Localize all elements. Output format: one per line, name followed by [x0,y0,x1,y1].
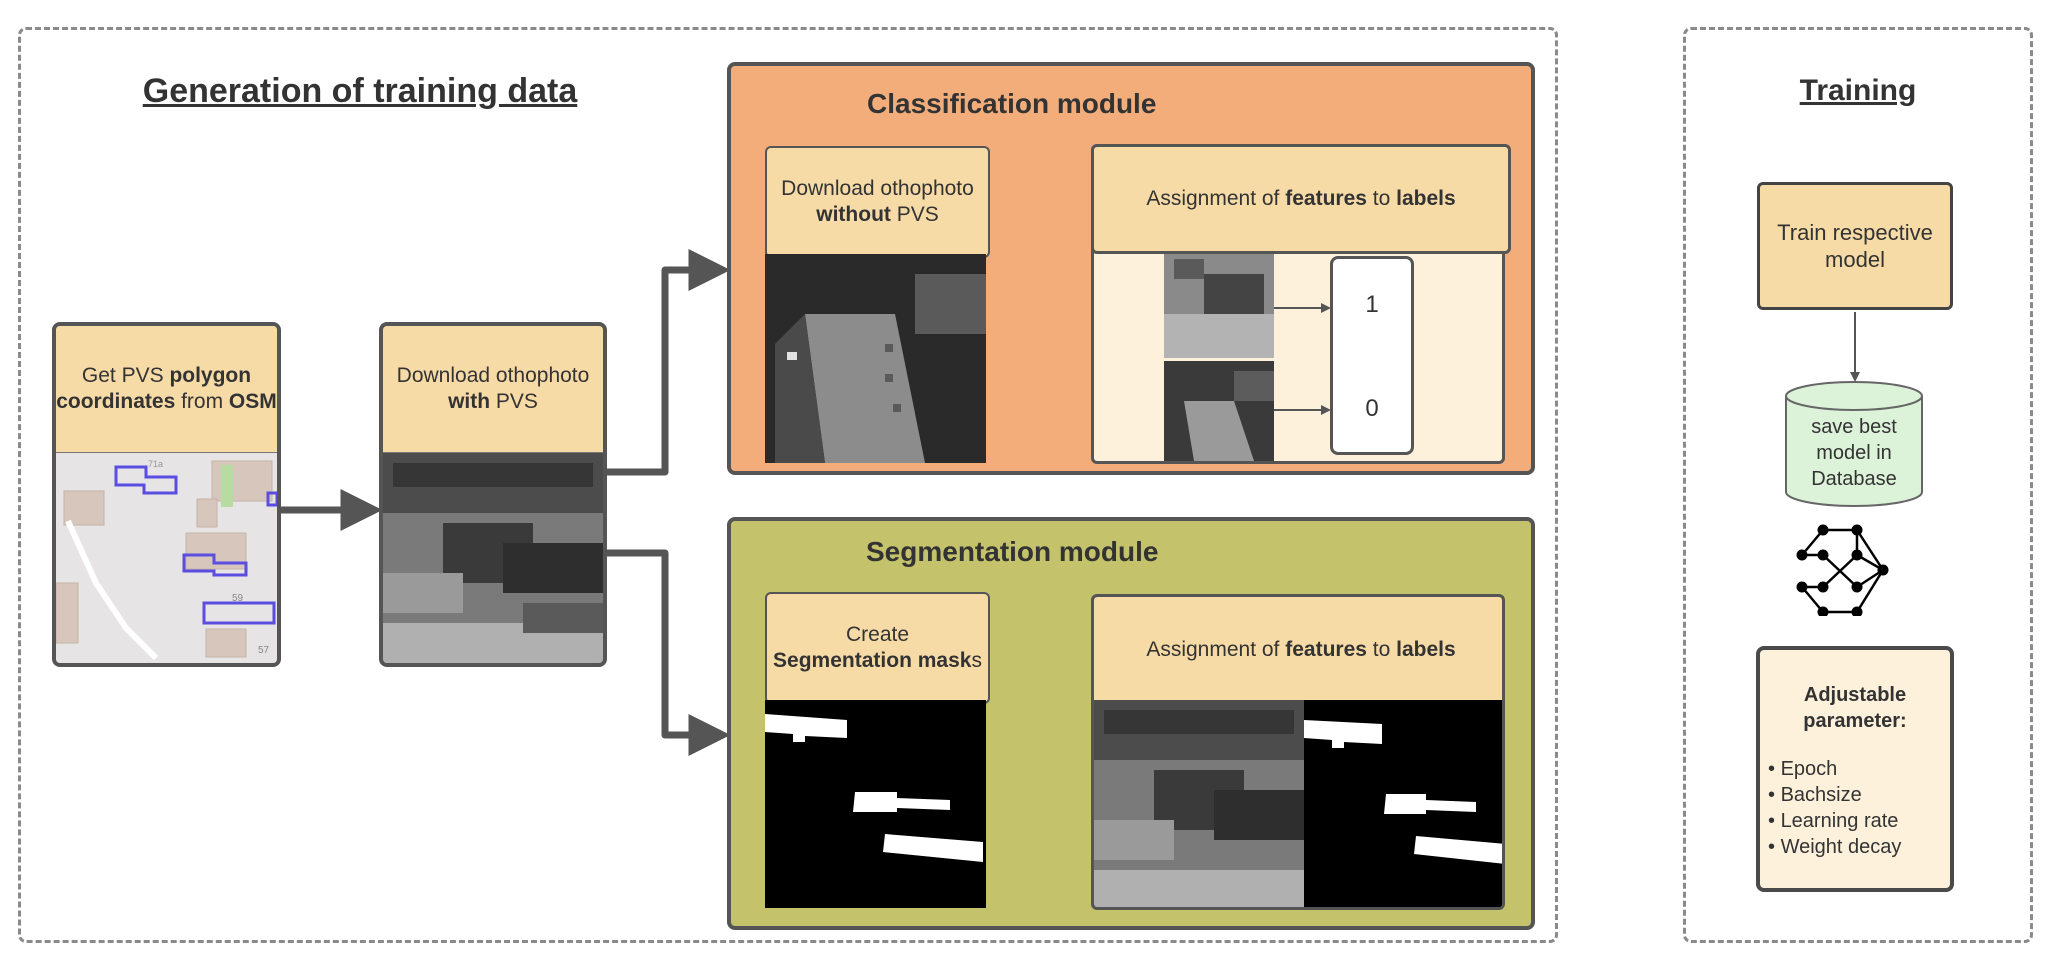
arrow-download-to-segmentation [607,549,731,756]
segmentation-mask-overlay [1304,700,1502,907]
map-polygon [202,601,276,625]
download-with-pvs-box: Download othophoto with PVS [383,326,603,455]
segmentation-photo [1094,700,1304,907]
orthophoto-without-pvs [765,254,986,463]
parameter-item: • Weight decay [1768,836,1902,858]
segmentation-title: Segmentation module [866,536,1159,567]
classification-thumb-0 [1164,361,1274,461]
label-zero: 0 [1365,395,1379,422]
database-icon [1785,381,1923,507]
parameter-item: • Epoch [1768,758,1838,780]
map-polygon [114,465,178,495]
download-with-pvs-card: Download othophoto with PVS [379,322,607,667]
training-title: Training [1799,74,1917,107]
parameter-item: • Bachsize [1768,784,1862,806]
osm-card: Get PVS polygon coordinates from OSM 71a… [52,322,281,667]
download-without-pvs-card: Download othophoto without PVS [765,146,990,463]
map-label: 57 [258,645,270,656]
label-column: 1 0 [1330,256,1414,455]
map-building [196,498,218,528]
segmentation-mask [765,700,986,908]
training-region [1683,27,2033,943]
map-green-area [221,465,233,507]
classification-arrows [1274,303,1331,415]
classification-assignment-box: Assignment of features to labels [1091,144,1511,254]
map-polygon [182,553,248,577]
parameters-list: • Epoch • Bachsize • Learning rate • Wei… [1768,756,1901,860]
map-building [56,582,79,644]
arrow-download-to-classification [607,249,731,476]
classification-assignment-panel: Assignment of features to labels 1 0 [1091,144,1511,464]
generation-title: Generation of training data [142,72,578,110]
label-one: 1 [1365,291,1379,318]
neural-network-icon [1796,524,1889,616]
osm-map: 71a 59 57 [56,453,277,663]
map-polygon [266,491,277,507]
parameters-box: Adjustable parameter: • Epoch • Bachsize… [1756,646,1954,892]
train-model-box: Train respective model [1757,182,1953,310]
classification-title: Classification module [867,88,1157,119]
parameters-title: Adjustable parameter: [1803,684,1907,732]
create-masks-card: Create Segmentation masks [765,592,990,908]
osm-polygon-box: Get PVS polygon coordinates from OSM [56,326,277,455]
generation-region [18,27,1558,943]
classification-thumb-1 [1164,254,1274,358]
map-road [65,519,159,661]
orthophoto-with-pvs [383,453,603,663]
map-building [205,628,247,658]
map-building [63,490,105,526]
parameter-item: • Learning rate [1768,810,1899,832]
map-label: 71a [148,459,163,469]
database-label: save best model in Database [1811,416,1897,490]
download-without-pvs-box: Download othophoto without PVS [765,146,990,258]
create-masks-box: Create Segmentation masks [765,592,990,704]
segmentation-assignment-box: Assignment of features to labels [1094,597,1502,706]
segmentation-assignment-panel: Assignment of features to labels [1091,594,1505,910]
map-label: 59 [232,593,244,604]
